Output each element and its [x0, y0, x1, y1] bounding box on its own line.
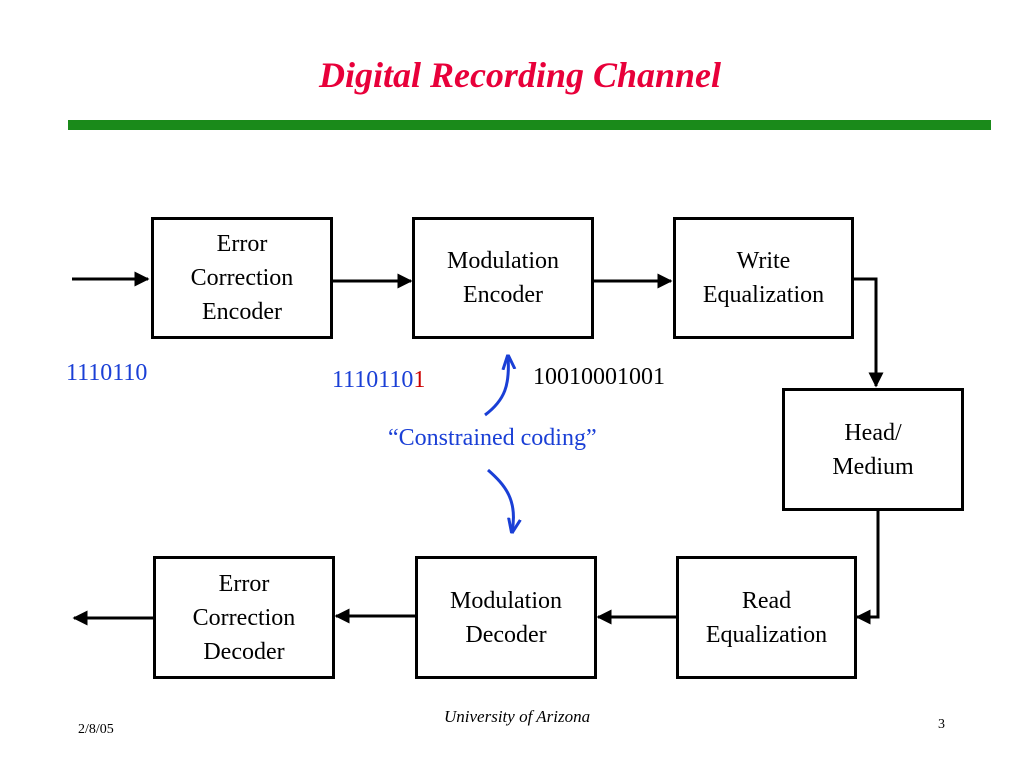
arrow-write-to-head [854, 277, 884, 388]
ecc-output-parity-bit: 1 [413, 367, 426, 393]
mod-encoder-line-2: Encoder [463, 282, 543, 308]
write-equalization-block: Write Equalization [673, 217, 854, 339]
read-eq-line-2: Equalization [705, 621, 828, 648]
modulated-bits: 10010001001 [533, 364, 665, 390]
modulation-encoder-block: Modulation Encoder [412, 217, 594, 339]
mod-encoder-line-1: Modulation [447, 248, 559, 274]
ecc-output-data-bits: 1110110 [332, 367, 414, 393]
ecc-encoder-line-2: Correction [190, 265, 294, 291]
head-medium-line-2: Medium [832, 453, 914, 480]
write-eq-line-2: Equalization [702, 282, 825, 308]
footer-institution: University of Arizona [444, 707, 591, 726]
slide-title: Digital Recording Channel [318, 55, 722, 95]
ecc-encoder-line-1: Error [216, 231, 268, 257]
curved-arrow-down [487, 468, 513, 532]
mod-decoder-line-2: Decoder [465, 621, 547, 648]
ecc-output-bits: 11101101 [332, 367, 425, 394]
modulation-decoder-block: Modulation Decoder [415, 556, 597, 679]
title-divider [68, 120, 991, 130]
ecc-encoder-block: Error Correction Encoder [151, 217, 333, 339]
footer-page-number: 3 [938, 717, 945, 732]
ecc-encoder-line-3: Encoder [202, 299, 282, 325]
curved-arrow-up [484, 356, 508, 417]
ecc-decoder-line-2: Correction [192, 604, 296, 631]
head-medium-block: Head/ Medium [782, 388, 964, 511]
read-equalization-block: Read Equalization [676, 556, 857, 679]
input-bits: 1110110 [66, 360, 148, 386]
footer-date: 2/8/05 [78, 722, 114, 737]
mod-decoder-line-1: Modulation [450, 587, 562, 614]
write-eq-line-1: Write [736, 248, 791, 274]
ecc-decoder-line-1: Error [218, 570, 270, 597]
read-eq-line-1: Read [741, 587, 792, 614]
arrow-head-to-read [855, 511, 880, 625]
head-medium-line-1: Head/ [844, 419, 902, 446]
ecc-decoder-line-3: Decoder [203, 638, 285, 665]
constrained-coding-label: “Constrained coding” [388, 425, 597, 451]
ecc-decoder-block: Error Correction Decoder [153, 556, 335, 679]
